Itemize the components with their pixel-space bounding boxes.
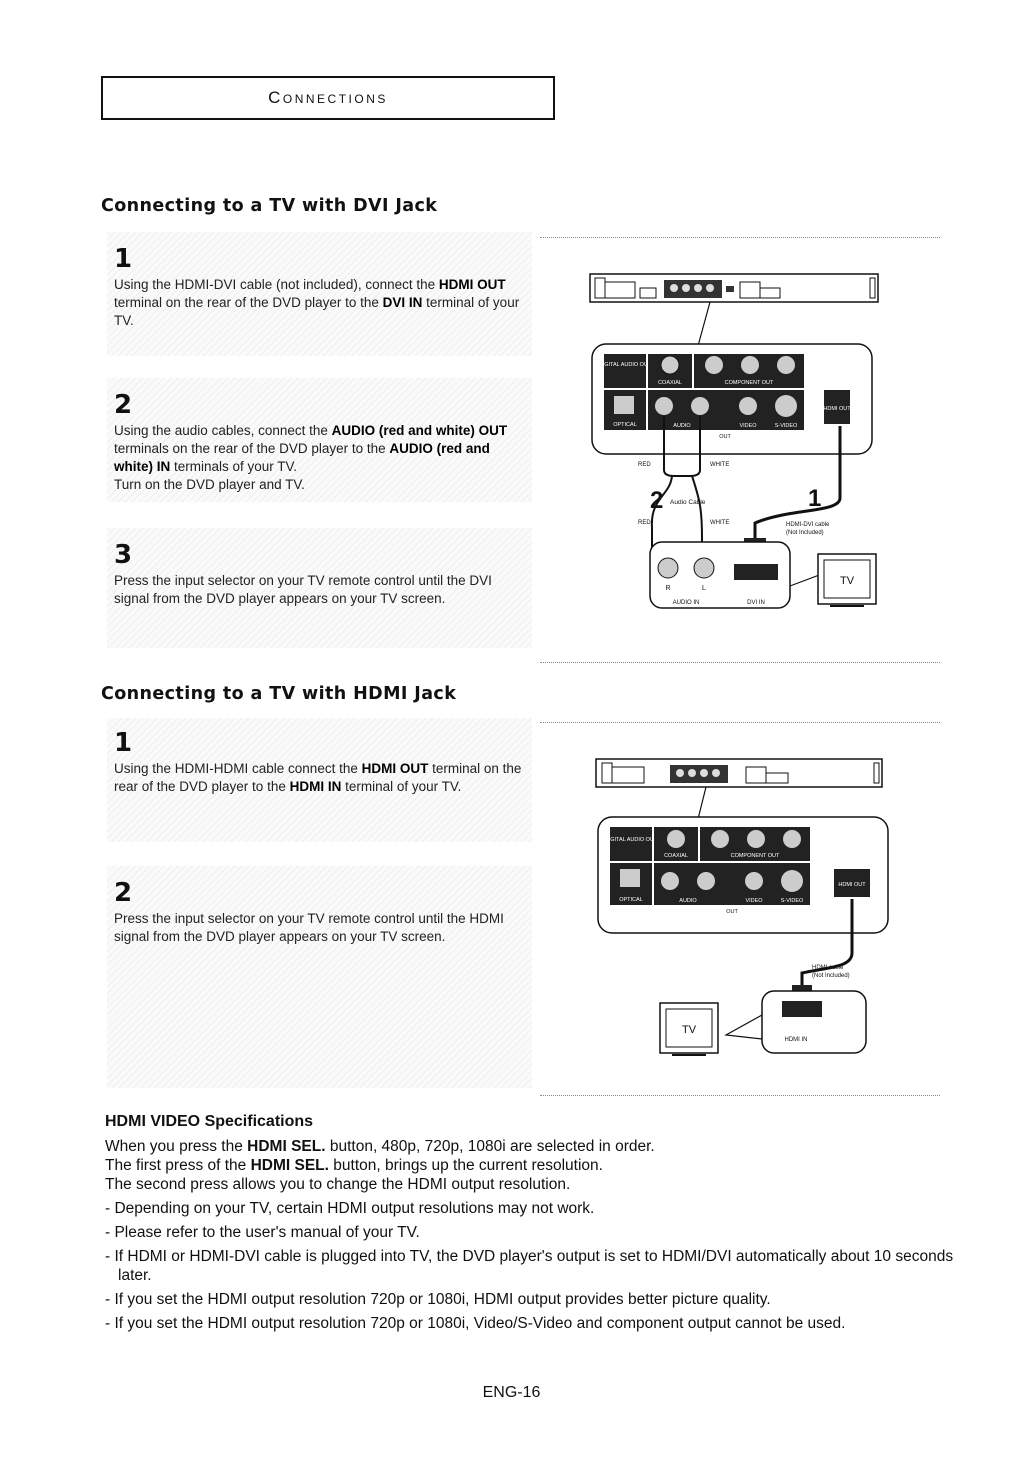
header-title: Connections (268, 88, 388, 107)
video-label: VIDEO (739, 423, 757, 429)
component-out-label: COMPONENT OUT (725, 380, 774, 386)
step-number: 2 (114, 390, 133, 420)
hdmi-out-label: HDMI OUT (823, 406, 851, 412)
red-label-2: RED (638, 520, 651, 526)
dvi-connection-diagram: DIGITAL AUDIO OUT COAXIAL COMPONENT OUT … (540, 237, 940, 663)
hdmi-in-label: HDMI IN (785, 1037, 808, 1043)
optical-label: OPTICAL (613, 422, 637, 428)
optical-label: OPTICAL (619, 897, 643, 903)
audio-in-label: AUDIO IN (673, 600, 700, 606)
audio-label: AUDIO (673, 423, 691, 429)
step-number: 2 (114, 878, 133, 908)
not-included-label: (Not Included) (812, 973, 850, 979)
step-text: Press the input selector on your TV remo… (114, 573, 492, 606)
white-label: WHITE (710, 462, 729, 468)
svideo-label: S-VIDEO (781, 898, 804, 904)
step-number: 1 (114, 244, 133, 274)
step-text: Using the HDMI-HDMI cable connect the HD… (114, 761, 522, 794)
spec-bullet: - Please refer to the user's manual of y… (105, 1224, 420, 1241)
l-channel-label: L (702, 585, 706, 592)
not-included-label: (Not Included) (786, 530, 824, 536)
spec-line: The first press of the HDMI SEL. button,… (105, 1157, 603, 1174)
red-label: RED (638, 462, 651, 468)
digital-audio-out-label: DIGITAL AUDIO OUT (599, 362, 652, 368)
step-1-marker: 1 (808, 485, 821, 512)
rear-panel-zoom: DIGITAL AUDIO OUT COAXIAL COMPONENT OUT … (591, 343, 873, 455)
audio-label: AUDIO (679, 898, 697, 904)
tv-set: TV (817, 553, 877, 607)
hdmi-cable-label: HDMI cable (812, 965, 844, 971)
tv-input-panel: HDMI IN (724, 990, 867, 1054)
dvd-player-rear (595, 758, 883, 820)
hdmi-dvi-cable-label: HDMI-DVI cable (786, 522, 830, 528)
out-label: OUT (719, 434, 731, 440)
audio-cable-label: Audio Cable (670, 499, 706, 506)
hdmi-connection-diagram: DIGITAL AUDIO OUT COAXIAL COMPONENT OUT … (540, 722, 940, 1096)
hdmi-step-2-panel: 2 Press the input selector on your TV re… (107, 866, 532, 1088)
rear-panel-zoom: DIGITAL AUDIO OUT COAXIAL COMPONENT OUT … (597, 816, 889, 934)
hdmi-out-label: HDMI OUT (838, 882, 866, 888)
svideo-label: S-VIDEO (775, 423, 798, 429)
white-label-2: WHITE (710, 520, 729, 526)
spec-bullet: - If you set the HDMI output resolution … (105, 1291, 771, 1308)
step-text: Press the input selector on your TV remo… (114, 911, 504, 944)
component-out-label: COMPONENT OUT (731, 853, 780, 859)
dvi-section-title: Connecting to a TV with DVI Jack (101, 196, 438, 216)
digital-audio-out-label: DIGITAL AUDIO OUT (605, 837, 658, 843)
spec-line: The second press allows you to change th… (105, 1176, 571, 1193)
dvi-in-label: DVI IN (747, 600, 765, 606)
tv-set: TV (659, 1002, 719, 1056)
r-channel-label: R (665, 585, 670, 592)
hdmi-section-title: Connecting to a TV with HDMI Jack (101, 684, 457, 704)
dvi-diagram-svg: DIGITAL AUDIO OUT COAXIAL COMPONENT OUT … (589, 273, 879, 609)
dvi-step-2-panel: 2 Using the audio cables, connect the AU… (107, 378, 532, 502)
dvd-player-rear (589, 273, 879, 347)
out-label: OUT (726, 909, 738, 915)
coaxial-label: COAXIAL (658, 380, 682, 386)
coaxial-label: COAXIAL (664, 853, 688, 859)
tv-label: TV (682, 1024, 697, 1036)
video-label: VIDEO (745, 898, 763, 904)
tv-label: TV (840, 575, 855, 587)
dvi-step-3-panel: 3 Press the input selector on your TV re… (107, 528, 532, 648)
spec-bullet: - If you set the HDMI output resolution … (105, 1315, 846, 1332)
step-text: Using the audio cables, connect the AUDI… (114, 423, 508, 492)
spec-bullet: - If HDMI or HDMI-DVI cable is plugged i… (105, 1248, 954, 1284)
hdmi-video-specifications: HDMI VIDEO Specifications When you press… (105, 1112, 965, 1333)
spec-bullet: - Depending on your TV, certain HDMI out… (105, 1200, 595, 1217)
step-2-marker: 2 (650, 487, 663, 514)
spec-line: When you press the HDMI SEL. button, 480… (105, 1138, 655, 1155)
step-number: 3 (114, 540, 133, 570)
page-number: ENG-16 (482, 1384, 541, 1401)
dvi-step-1-panel: 1 Using the HDMI-DVI cable (not included… (107, 232, 532, 356)
section-header: Connections (101, 76, 555, 120)
specs-title: HDMI VIDEO Specifications (105, 1113, 314, 1130)
hdmi-diagram-svg: DIGITAL AUDIO OUT COAXIAL COMPONENT OUT … (595, 758, 889, 1056)
step-text: Using the HDMI-DVI cable (not included),… (114, 277, 520, 328)
step-number: 1 (114, 728, 133, 758)
audio-cable: RED WHITE RED WHITE 2 Audio Cable (638, 416, 729, 548)
hdmi-step-1-panel: 1 Using the HDMI-HDMI cable connect the … (107, 718, 532, 842)
tv-input-panel: R L AUDIO IN DVI IN (649, 541, 823, 609)
